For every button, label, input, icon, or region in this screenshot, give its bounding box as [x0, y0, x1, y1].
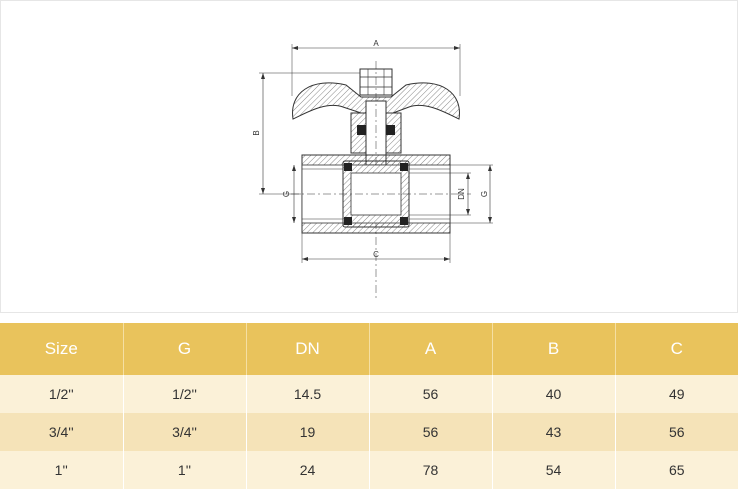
cell-b: 54 [492, 451, 616, 489]
cell-dn: 14.5 [246, 375, 370, 413]
header-b: B [492, 323, 616, 375]
header-size: Size [0, 323, 124, 375]
cell-g: 3/4'' [123, 413, 247, 451]
table-header-row: Size G DN A B C [0, 323, 738, 375]
label-g-left: G [282, 191, 291, 197]
dimension-a: A [291, 39, 461, 96]
table-row: 1'' 1'' 24 78 54 65 [0, 451, 738, 489]
cell-dn: 19 [246, 413, 370, 451]
header-g: G [123, 323, 247, 375]
label-b: B [252, 130, 261, 135]
cell-a: 78 [369, 451, 493, 489]
cell-a: 56 [369, 413, 493, 451]
label-c: C [373, 250, 379, 259]
cell-b: 40 [492, 375, 616, 413]
cell-g: 1'' [123, 451, 247, 489]
table-row: 3/4'' 3/4'' 19 56 43 56 [0, 413, 738, 451]
cell-size: 3/4'' [0, 413, 124, 451]
cell-size: 1/2'' [0, 375, 124, 413]
dimension-dn: DN [409, 172, 471, 216]
label-dn: DN [457, 188, 466, 200]
dimension-g-left: G [282, 165, 296, 223]
label-a: A [373, 39, 379, 48]
dimension-c: C [301, 233, 451, 263]
dimension-g-right: G [450, 164, 493, 224]
cell-c: 49 [615, 375, 738, 413]
label-g-right: G [480, 191, 489, 197]
dimension-b: B [252, 72, 361, 195]
cell-g: 1/2'' [123, 375, 247, 413]
table-row: 1/2'' 1/2'' 14.5 56 40 49 [0, 375, 738, 413]
cell-dn: 24 [246, 451, 370, 489]
header-c: C [615, 323, 738, 375]
cell-b: 43 [492, 413, 616, 451]
valve-cross-section: A B [252, 39, 493, 301]
spec-table: Size G DN A B C 1/2'' 1/2'' 14.5 56 40 4… [0, 323, 738, 489]
header-dn: DN [246, 323, 370, 375]
header-a: A [369, 323, 493, 375]
cell-a: 56 [369, 375, 493, 413]
valve-body [291, 154, 471, 234]
cell-c: 56 [615, 413, 738, 451]
valve-technical-drawing: A B [0, 0, 738, 313]
cell-size: 1'' [0, 451, 124, 489]
valve-stem [350, 61, 402, 301]
cell-c: 65 [615, 451, 738, 489]
